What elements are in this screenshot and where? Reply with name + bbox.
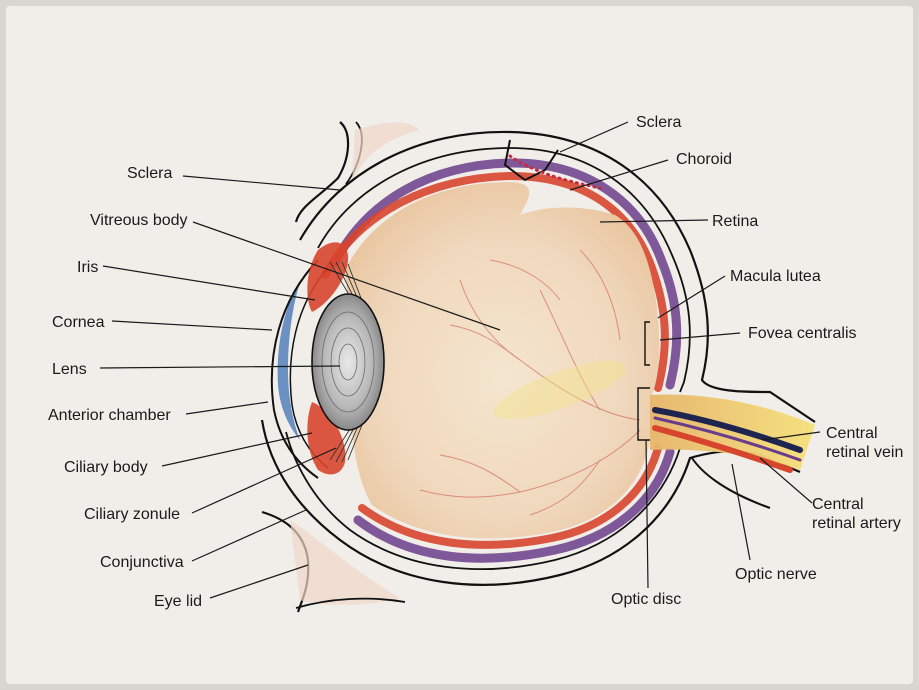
label-iris: Iris <box>77 258 98 277</box>
label-central-retinal-vein-line2: retinal vein <box>826 443 903 462</box>
label-conjunctiva: Conjunctiva <box>100 553 184 572</box>
label-sclera-top: Sclera <box>636 113 681 132</box>
label-choroid: Choroid <box>676 150 732 169</box>
label-vitreous-body: Vitreous body <box>90 211 188 230</box>
label-central-retinal-artery-line2: retinal artery <box>812 514 901 533</box>
label-anterior-chamber: Anterior chamber <box>48 406 171 425</box>
label-central-retinal-vein: Central retinal vein <box>826 424 903 462</box>
label-macula-lutea: Macula lutea <box>730 267 821 286</box>
label-central-retinal-artery-line1: Central <box>812 495 901 514</box>
label-retina: Retina <box>712 212 758 231</box>
label-sclera-left: Sclera <box>127 164 172 183</box>
label-optic-nerve: Optic nerve <box>735 565 817 584</box>
label-central-retinal-artery: Central retinal artery <box>812 495 901 533</box>
label-lens: Lens <box>52 360 87 379</box>
label-ciliary-body: Ciliary body <box>64 458 148 477</box>
lens <box>312 294 384 430</box>
vitreous-body <box>345 182 659 539</box>
label-central-retinal-vein-line1: Central <box>826 424 903 443</box>
label-ciliary-zonule: Ciliary zonule <box>84 505 180 524</box>
label-fovea-centralis: Fovea centralis <box>748 324 857 343</box>
label-eye-lid: Eye lid <box>154 592 202 611</box>
label-cornea: Cornea <box>52 313 104 332</box>
label-optic-disc: Optic disc <box>611 590 681 609</box>
